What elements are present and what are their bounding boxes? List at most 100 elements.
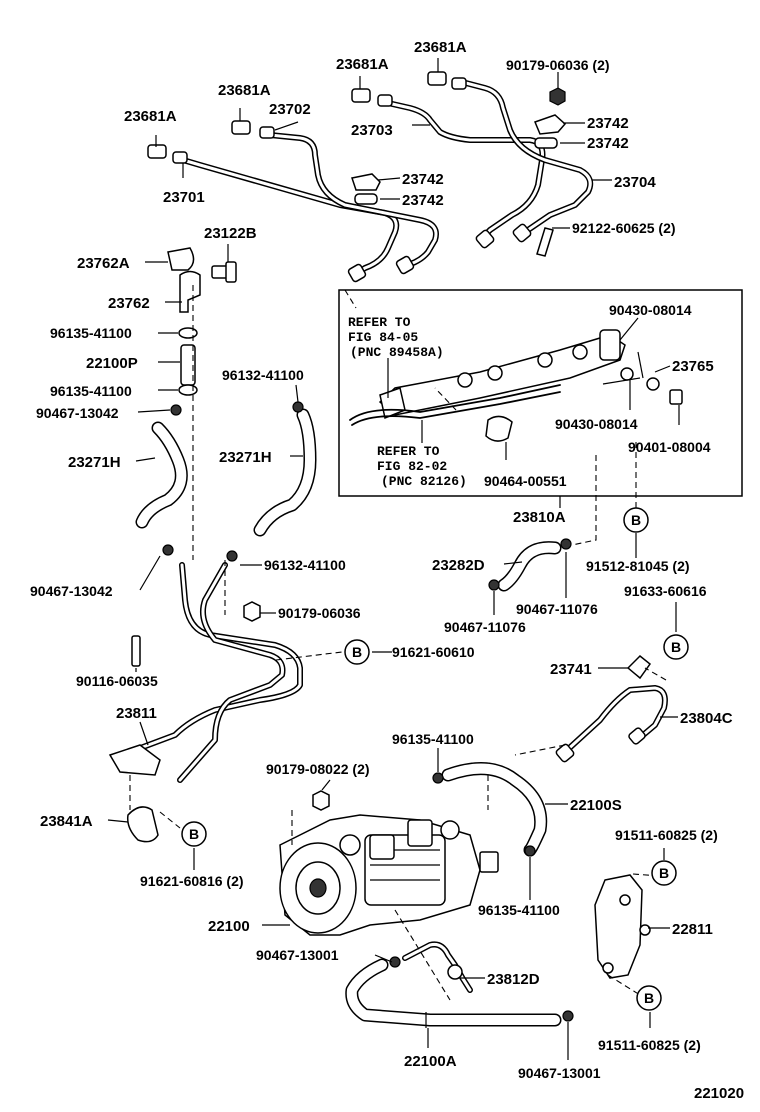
label-23742-1: 23742	[587, 115, 629, 132]
svg-text:FIG 82-02: FIG 82-02	[377, 459, 447, 474]
right-side-parts	[432, 538, 668, 979]
clip-96135-d	[524, 845, 536, 857]
circle-marker-b-5: B	[651, 860, 677, 886]
circle-marker-b-4: B	[181, 821, 207, 847]
injection-pump-22100	[279, 790, 499, 936]
leader-lines	[107, 58, 680, 1060]
clip-96132-b	[226, 550, 238, 562]
label-23765: 23765	[672, 358, 714, 375]
svg-text:(PNC 89458A): (PNC 89458A)	[350, 345, 444, 360]
label-22811: 22811	[672, 921, 713, 938]
label-23812d: 23812D	[487, 971, 540, 988]
clip-90467-13001-a	[389, 956, 401, 968]
label-91511-60825-a: 91511-60825 (2)	[615, 827, 718, 843]
label-96132-41100-a: 96132-41100	[222, 367, 304, 383]
label-91511-60825-b: 91511-60825 (2)	[598, 1037, 701, 1053]
label-90464-00551: 90464-00551	[484, 473, 567, 489]
svg-text:B: B	[644, 990, 654, 1006]
clamp-23742-b	[534, 114, 567, 135]
label-22100a: 22100A	[404, 1053, 457, 1070]
bracket-23762a	[167, 247, 195, 271]
bracket-23741	[626, 654, 652, 680]
label-90467-13042-b: 90467-13042	[30, 583, 113, 599]
label-23804c: 23804C	[680, 710, 733, 727]
svg-text:FIG 84-05: FIG 84-05	[348, 330, 418, 345]
label-90401-08004: 90401-08004	[628, 439, 711, 455]
label-90467-11076-a: 90467-11076	[516, 601, 598, 617]
union-nut-3	[351, 88, 371, 103]
stud-92122	[536, 227, 554, 257]
label-96135-41100-d: 96135-41100	[478, 902, 560, 918]
bracket-22811	[594, 874, 643, 979]
bracket-23841a	[126, 806, 159, 843]
label-90467-13042-a: 90467-13042	[36, 405, 119, 421]
circle-marker-b-1: B	[623, 507, 649, 533]
clip-90467-11076-b	[488, 579, 500, 591]
label-23704: 23704	[614, 174, 656, 191]
label-90430-08014-a: 90430-08014	[609, 302, 692, 318]
label-90179-06036-2: 90179-06036 (2)	[506, 57, 610, 73]
label-90179-08022: 90179-08022 (2)	[266, 761, 370, 777]
label-96135-41100-a: 96135-41100	[50, 325, 132, 341]
label-91512-81045: 91512-81045 (2)	[586, 558, 690, 574]
union-23762	[179, 270, 201, 313]
svg-text:B: B	[631, 512, 641, 528]
label-23681a-3: 23681A	[336, 56, 389, 73]
hex-nut-90179-06036	[243, 601, 261, 622]
label-23271h-b: 23271H	[219, 449, 272, 466]
label-23681a-2: 23681A	[218, 82, 271, 99]
clip-90467-a	[170, 404, 182, 416]
label-90467-13001-b: 90467-13001	[518, 1065, 601, 1081]
label-23681a-4: 23681A	[414, 39, 467, 56]
label-23122b: 23122B	[204, 225, 257, 242]
svg-text:(PNC 82126): (PNC 82126)	[381, 474, 467, 489]
label-91621-60610: 91621-60610	[392, 644, 475, 660]
label-96132-41100-b: 96132-41100	[264, 557, 346, 573]
clamp-23812d	[447, 964, 463, 980]
bolt-90401	[669, 389, 683, 405]
clip-90467-b	[162, 544, 174, 556]
clip-96132-a	[292, 401, 304, 413]
label-90430-08014-b: 90430-08014	[555, 416, 638, 432]
svg-text:B: B	[189, 826, 199, 842]
svg-text:B: B	[352, 644, 362, 660]
label-23742-4: 23742	[402, 192, 444, 209]
label-90467-13001-a: 90467-13001	[256, 947, 339, 963]
label-23742-2: 23742	[587, 135, 629, 152]
label-96135-41100-b: 96135-41100	[50, 383, 132, 399]
label-91621-60816: 91621-60816 (2)	[140, 873, 244, 889]
injection-pipe-group	[147, 71, 594, 283]
union-nut-1	[147, 144, 167, 159]
label-23762a: 23762A	[77, 255, 130, 272]
svg-text:REFER TO: REFER TO	[377, 444, 440, 459]
delivery-pipe-box	[338, 289, 743, 497]
svg-text:REFER TO: REFER TO	[348, 315, 411, 330]
label-23271h-a: 23271H	[68, 454, 121, 471]
clip-90467-11076-a	[560, 538, 572, 550]
clip-96135-b	[178, 384, 198, 396]
clip-90467-13001-b	[562, 1010, 574, 1022]
label-22100p: 22100P	[86, 355, 138, 372]
clamp-90464	[485, 415, 513, 442]
label-22100: 22100	[208, 918, 250, 935]
gasket-90430-b	[646, 377, 660, 391]
label-23681a-1: 23681A	[124, 108, 177, 125]
union-nut-4	[427, 71, 447, 86]
label-23282d: 23282D	[432, 557, 485, 574]
hex-nut-90179	[549, 87, 566, 106]
circle-marker-b-3: B	[344, 639, 370, 665]
clip-96135-a	[178, 327, 198, 339]
label-96135-41100-c: 96135-41100	[392, 731, 474, 747]
label-23762: 23762	[108, 295, 150, 312]
svg-text:B: B	[659, 865, 669, 881]
label-92122: 92122-60625 (2)	[572, 220, 676, 236]
label-23810a: 23810A	[513, 509, 566, 526]
label-91633-60616: 91633-60616	[624, 583, 707, 599]
diagram-id: 221020	[694, 1085, 744, 1102]
gasket-90430-a	[620, 367, 634, 381]
svg-text:B: B	[671, 639, 681, 655]
label-23742-3: 23742	[402, 171, 444, 188]
hex-nut-90179-08022	[312, 790, 330, 811]
label-22100s: 22100S	[570, 797, 622, 814]
refer-note-2: REFER TO FIG 82-02 (PNC 82126)	[377, 420, 467, 489]
